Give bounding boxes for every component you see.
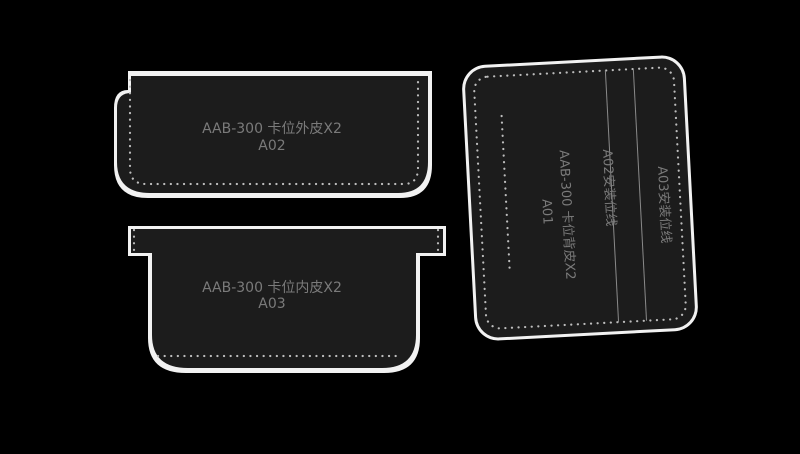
piece-back-body bbox=[465, 58, 695, 338]
piece-inner-body bbox=[131, 229, 443, 368]
piece-outer-stitch-line bbox=[128, 78, 420, 186]
piece-back-stitch-line bbox=[473, 66, 687, 330]
guide-label-a02: A02安装位线 bbox=[599, 149, 618, 227]
piece-inner-code: A03 bbox=[258, 296, 285, 312]
piece-outer-body bbox=[117, 76, 428, 193]
piece-outer-code: A02 bbox=[258, 138, 285, 154]
piece-outer: AAB-300 卡位外皮X2 A02 bbox=[114, 71, 432, 198]
guide-line-a03 bbox=[632, 69, 648, 321]
piece-inner-title: AAB-300 卡位内皮X2 bbox=[202, 280, 342, 296]
guide-line-a02 bbox=[604, 70, 620, 323]
piece-back-code: A01 bbox=[538, 199, 554, 225]
piece-inner: AAB-300 卡位内皮X2 A03 bbox=[128, 226, 446, 373]
piece-back-inner-stitch bbox=[500, 114, 511, 275]
piece-back-title: AAB-300 卡位背皮X2 bbox=[556, 150, 578, 280]
piece-back: AAB-300 卡位背皮X2 A01 A02安装位线 A03安装位线 bbox=[462, 55, 698, 341]
guide-label-a03: A03安装位线 bbox=[654, 166, 673, 244]
piece-outer-title: AAB-300 卡位外皮X2 bbox=[202, 121, 342, 137]
